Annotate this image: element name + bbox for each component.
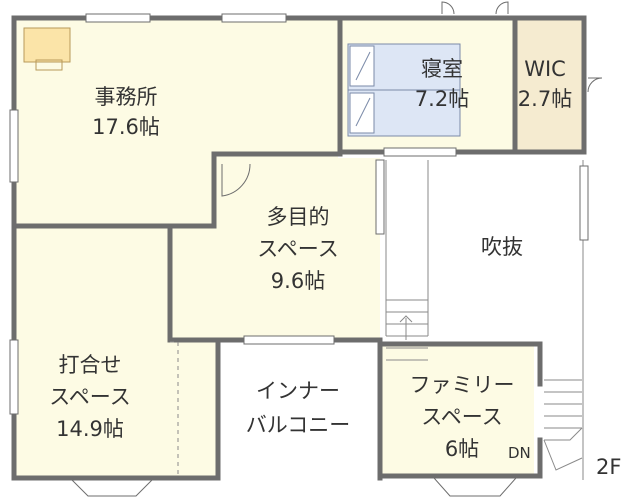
meeting-space-line2: スペース: [49, 385, 130, 409]
bedroom-area: 7.2帖: [415, 87, 469, 111]
labels: 事務所 17.6帖 寝室 7.2帖 WIC 2.7帖 多目的 スペース 9.6帖…: [49, 57, 621, 479]
window-bedroom-bottom: [383, 147, 457, 157]
wic-area: 2.7帖: [518, 87, 572, 111]
meeting-space-floor: [16, 228, 216, 476]
window-multi-right: [375, 159, 385, 235]
office-area: 17.6帖: [92, 115, 160, 139]
window-office-left: [9, 109, 19, 183]
wic-door: [587, 77, 603, 93]
desk: [23, 27, 71, 63]
multi-space-floor: [168, 158, 380, 342]
window-multi-bottom: [243, 335, 335, 345]
office-name: 事務所: [95, 85, 158, 109]
family-space-line1: ファミリー: [410, 373, 515, 397]
windows: [9, 13, 589, 497]
family-space-area: 6帖: [445, 437, 479, 461]
pillow-top: [349, 45, 375, 87]
office-floor: [16, 20, 338, 224]
bedroom-door-left: [441, 1, 455, 15]
window-meeting-left: [9, 339, 19, 415]
void-name: 吹抜: [481, 235, 523, 259]
window-office-top-2: [221, 13, 287, 23]
window-office-top-1: [85, 13, 151, 23]
multi-space-line1: 多目的: [267, 205, 330, 229]
floor-label: 2F: [596, 455, 621, 479]
family-space-line2: スペース: [421, 405, 502, 429]
window-right: [579, 165, 589, 241]
multi-space-line2: スペース: [257, 237, 338, 261]
inner-balcony-line1: インナー: [256, 379, 340, 403]
furniture: [23, 27, 461, 137]
meeting-space-line1: 打合せ: [59, 353, 122, 377]
multi-space-area: 9.6帖: [271, 269, 325, 293]
wic-name: WIC: [524, 57, 566, 81]
stair-down-label: DN: [508, 444, 531, 462]
office-door: [221, 163, 251, 197]
doors: [221, 1, 603, 197]
bedroom-name: 寝室: [421, 57, 463, 81]
bay-window-family: [432, 477, 518, 497]
family-space-floor: [382, 346, 534, 474]
meeting-space-area: 14.9帖: [56, 417, 124, 441]
bay-window-meeting: [70, 479, 154, 497]
desk-chair: [35, 59, 63, 71]
inner-balcony-line2: バルコニー: [246, 413, 351, 437]
wic-floor: [516, 20, 582, 150]
bedroom-door-right: [495, 1, 509, 15]
